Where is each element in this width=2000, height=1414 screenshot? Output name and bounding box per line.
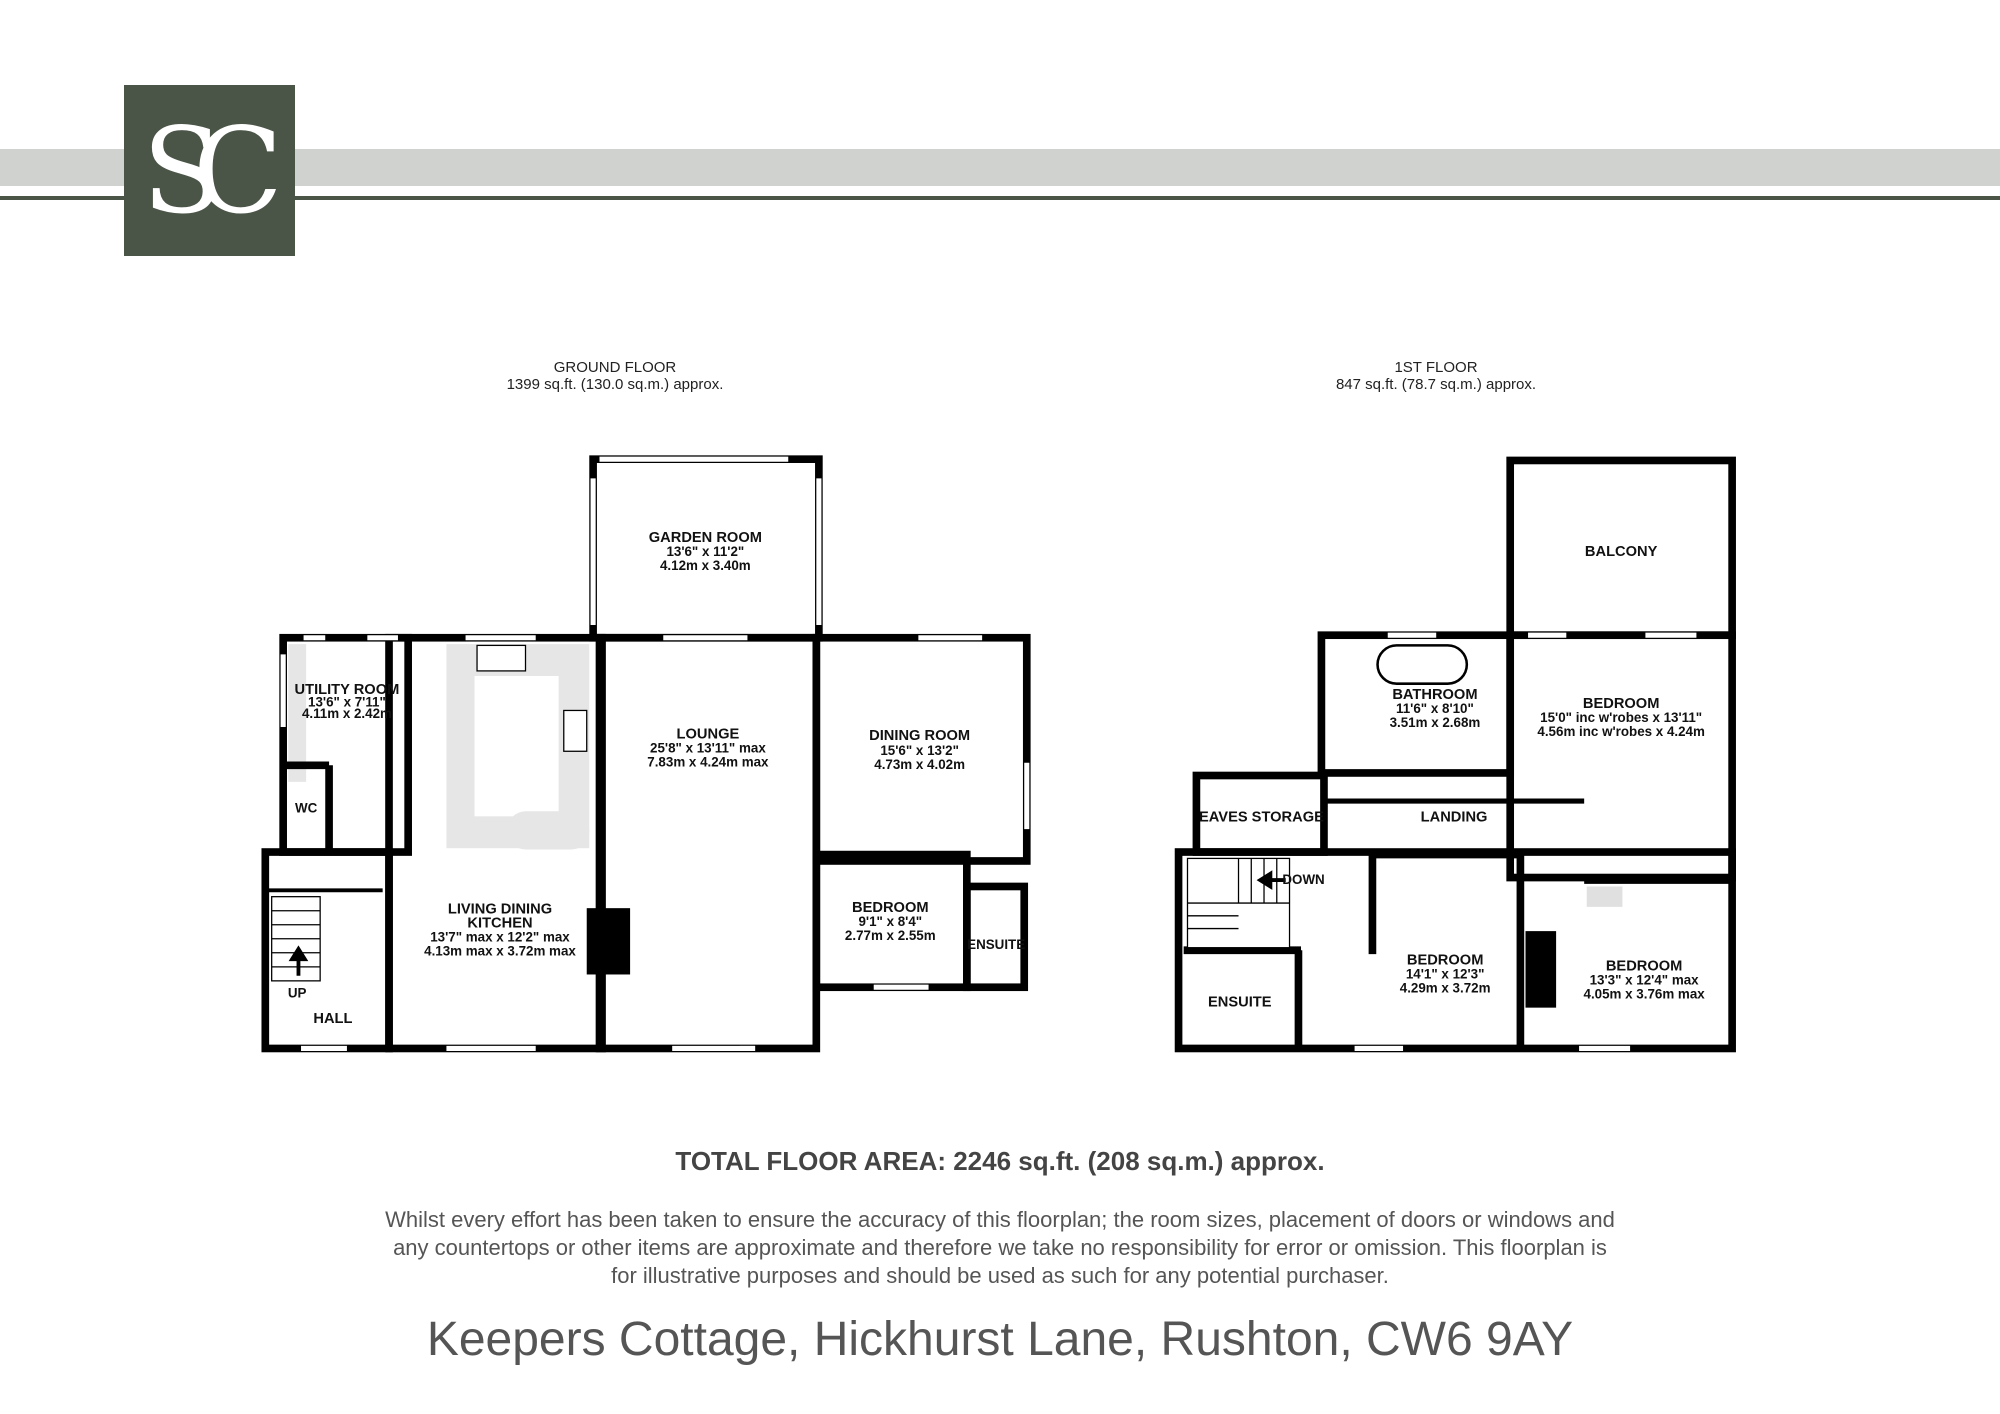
- lounge-metric: 7.83m x 4.24m max: [647, 755, 769, 770]
- total-floor-area: TOTAL FLOOR AREA: 2246 sq.ft. (208 sq.m.…: [675, 1146, 1325, 1176]
- company-logo: SC: [124, 85, 295, 256]
- bathroom-label: BATHROOM: [1392, 687, 1477, 703]
- down-arrow-icon: [1256, 870, 1286, 890]
- ground-floor-area: 1399 sq.ft. (130.0 sq.m.) approx.: [506, 376, 724, 393]
- header-rule: [0, 196, 2000, 200]
- balcony-label: BALCONY: [1585, 544, 1658, 560]
- first-floor-title: 1ST FLOOR: [1394, 359, 1478, 376]
- bathroom-imperial: 11'6" x 8'10": [1396, 701, 1474, 716]
- disclaimer: Whilst every effort has been taken to en…: [385, 1207, 1615, 1288]
- ground-bedroom-imperial: 9'1" x 8'4": [858, 914, 922, 929]
- garden-room-imperial: 13'6" x 11'2": [666, 544, 744, 559]
- ground-floor-title: GROUND FLOOR: [553, 359, 677, 376]
- staircase: [1186, 857, 1291, 949]
- up-label: UP: [288, 985, 307, 1000]
- landing-label: LANDING: [1421, 809, 1488, 825]
- bathroom-metric: 3.51m x 2.68m: [1390, 715, 1481, 730]
- kitchen-label: LIVING DINING: [448, 901, 552, 917]
- bedroom-1-imperial: 15'0" inc w'robes x 13'11": [1540, 710, 1702, 725]
- dining-room-label: DINING ROOM: [869, 728, 970, 744]
- first-ensuite-label: ENSUITE: [1208, 994, 1272, 1010]
- hall-label: HALL: [313, 1011, 352, 1027]
- bedroom-2-metric: 4.29m x 3.72m: [1400, 980, 1491, 995]
- first-floor-header: 1ST FLOOR 847 sq.ft. (78.7 sq.m.) approx…: [1236, 359, 1636, 393]
- first-floor-plan: BALCONY BATHROOM 11'6" x 8'10" 3.51m x 2…: [1174, 456, 1736, 1053]
- kitchen-imperial: 13'7" max x 12'2" max: [430, 929, 570, 944]
- bedroom-2-label: BEDROOM: [1407, 952, 1484, 968]
- bedroom-2-imperial: 14'1" x 12'3": [1406, 966, 1485, 981]
- dining-room-imperial: 15'6" x 13'2": [880, 743, 959, 758]
- eaves-storage-label: EAVES STORAGE: [1199, 809, 1324, 825]
- ground-ensuite-label: ENSUITE: [967, 937, 1025, 952]
- kitchen-label-2: KITCHEN: [467, 915, 532, 931]
- garden-room-label: GARDEN ROOM: [649, 530, 762, 546]
- ground-floor-plan: GARDEN ROOM 13'6" x 11'2" 4.12m x 3.40m …: [261, 455, 1031, 1053]
- lounge-imperial: 25'8" x 13'11" max: [650, 741, 766, 756]
- bedroom-3-metric: 4.05m x 3.76m max: [1584, 987, 1706, 1002]
- lounge-label: LOUNGE: [677, 727, 740, 743]
- bedroom-3-label: BEDROOM: [1606, 959, 1683, 975]
- ground-bedroom-metric: 2.77m x 2.55m: [845, 928, 936, 943]
- bedroom-3-imperial: 13'3" x 12'4" max: [1590, 973, 1700, 988]
- garden-room-metric: 4.12m x 3.40m: [660, 558, 751, 573]
- ground-bedroom-label: BEDROOM: [852, 900, 929, 916]
- sink-icon: [476, 644, 527, 672]
- dining-room-metric: 4.73m x 4.02m: [874, 757, 965, 772]
- kitchen-metric: 4.13m max x 3.72m max: [424, 943, 576, 958]
- hob-icon: [563, 709, 588, 752]
- bath-icon: [1376, 644, 1469, 685]
- bedroom-1-metric: 4.56m inc w'robes x 4.24m: [1537, 724, 1705, 739]
- down-label: DOWN: [1282, 872, 1324, 887]
- utility-room-label: UTILITY ROOM: [295, 682, 400, 698]
- fireplace: [586, 908, 631, 975]
- header-band: [0, 149, 2000, 186]
- bedroom-1-label: BEDROOM: [1583, 696, 1660, 712]
- up-arrow-icon: [288, 945, 309, 976]
- wc-label: WC: [295, 800, 318, 815]
- staircase: [271, 896, 321, 982]
- property-address: Keepers Cottage, Hickhurst Lane, Rushton…: [426, 1313, 1574, 1366]
- first-floor-area: 847 sq.ft. (78.7 sq.m.) approx.: [1335, 376, 1537, 393]
- ground-floor-header: GROUND FLOOR 1399 sq.ft. (130.0 sq.m.) a…: [415, 359, 815, 393]
- utility-room-imperial: 13'6" x 7'11": [308, 695, 386, 710]
- utility-room-metric: 4.11m x 2.42m: [302, 706, 392, 721]
